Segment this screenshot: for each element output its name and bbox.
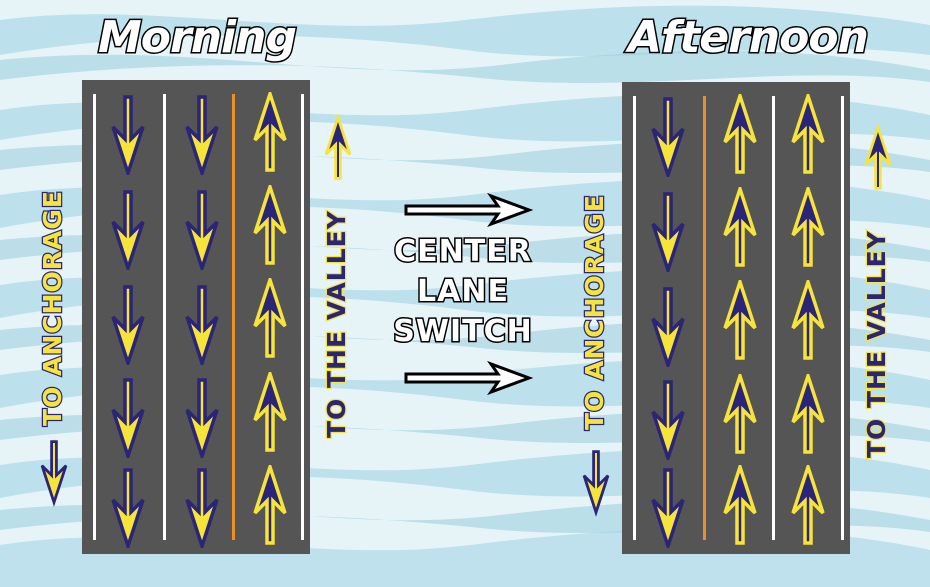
caption-line: CENTER xyxy=(393,233,533,271)
up-arrow-icon xyxy=(788,280,828,360)
down-arrow-icon xyxy=(182,468,222,548)
direction-down-arrow-icon xyxy=(580,442,612,522)
up-arrow-icon xyxy=(720,94,760,174)
up-arrow-icon xyxy=(250,465,290,545)
down-arrow-icon xyxy=(648,468,688,548)
caption-line: SWITCH xyxy=(392,313,533,351)
afternoon-to-the-valley-label: TO THE VALLEY xyxy=(861,229,893,459)
up-arrow-icon xyxy=(250,372,290,452)
direction-up-arrow-icon xyxy=(322,108,354,188)
lane-edge-line xyxy=(633,96,636,540)
up-arrow-icon xyxy=(720,187,760,267)
up-arrow-icon xyxy=(250,185,290,265)
down-arrow-icon xyxy=(648,287,688,367)
down-arrow-icon xyxy=(182,190,222,270)
up-arrow-icon xyxy=(788,374,828,454)
up-arrow-icon xyxy=(720,465,760,545)
down-arrow-icon xyxy=(108,285,148,365)
down-arrow-icon xyxy=(182,95,222,175)
down-arrow-icon xyxy=(108,190,148,270)
median-line xyxy=(232,94,235,540)
median-line xyxy=(703,96,706,540)
morning-to-the-valley-label: TO THE VALLEY xyxy=(321,209,353,439)
up-arrow-icon xyxy=(788,465,828,545)
up-arrow-icon xyxy=(250,278,290,358)
up-arrow-icon xyxy=(788,187,828,267)
morning-road xyxy=(82,80,310,554)
down-arrow-icon xyxy=(648,192,688,272)
down-arrow-icon xyxy=(108,468,148,548)
morning-title: Morning xyxy=(97,11,299,65)
up-arrow-icon xyxy=(788,94,828,174)
down-arrow-icon xyxy=(648,380,688,460)
afternoon-road xyxy=(622,82,850,554)
afternoon-to-anchorage-label: TO ANCHORAGE xyxy=(579,193,611,432)
lane-edge-line xyxy=(93,94,96,540)
direction-up-arrow-icon xyxy=(862,118,894,198)
down-arrow-icon xyxy=(182,378,222,458)
right-arrow-icon xyxy=(403,192,533,228)
up-arrow-icon xyxy=(250,92,290,172)
lane-divider-line xyxy=(772,96,775,540)
up-arrow-icon xyxy=(720,280,760,360)
down-arrow-icon xyxy=(108,378,148,458)
down-arrow-icon xyxy=(648,97,688,177)
lane-edge-line xyxy=(301,94,304,540)
morning-to-anchorage-label: TO ANCHORAGE xyxy=(37,189,69,428)
lane-edge-line xyxy=(841,96,844,540)
direction-down-arrow-icon xyxy=(38,432,70,512)
down-arrow-icon xyxy=(182,285,222,365)
down-arrow-icon xyxy=(108,95,148,175)
afternoon-title: Afternoon xyxy=(627,11,871,65)
lane-divider-line xyxy=(163,94,166,540)
center-lane-switch-caption: CENTER LANE SWITCH xyxy=(388,232,538,352)
up-arrow-icon xyxy=(720,374,760,454)
caption-line: LANE xyxy=(416,273,510,311)
right-arrow-icon xyxy=(403,360,533,396)
